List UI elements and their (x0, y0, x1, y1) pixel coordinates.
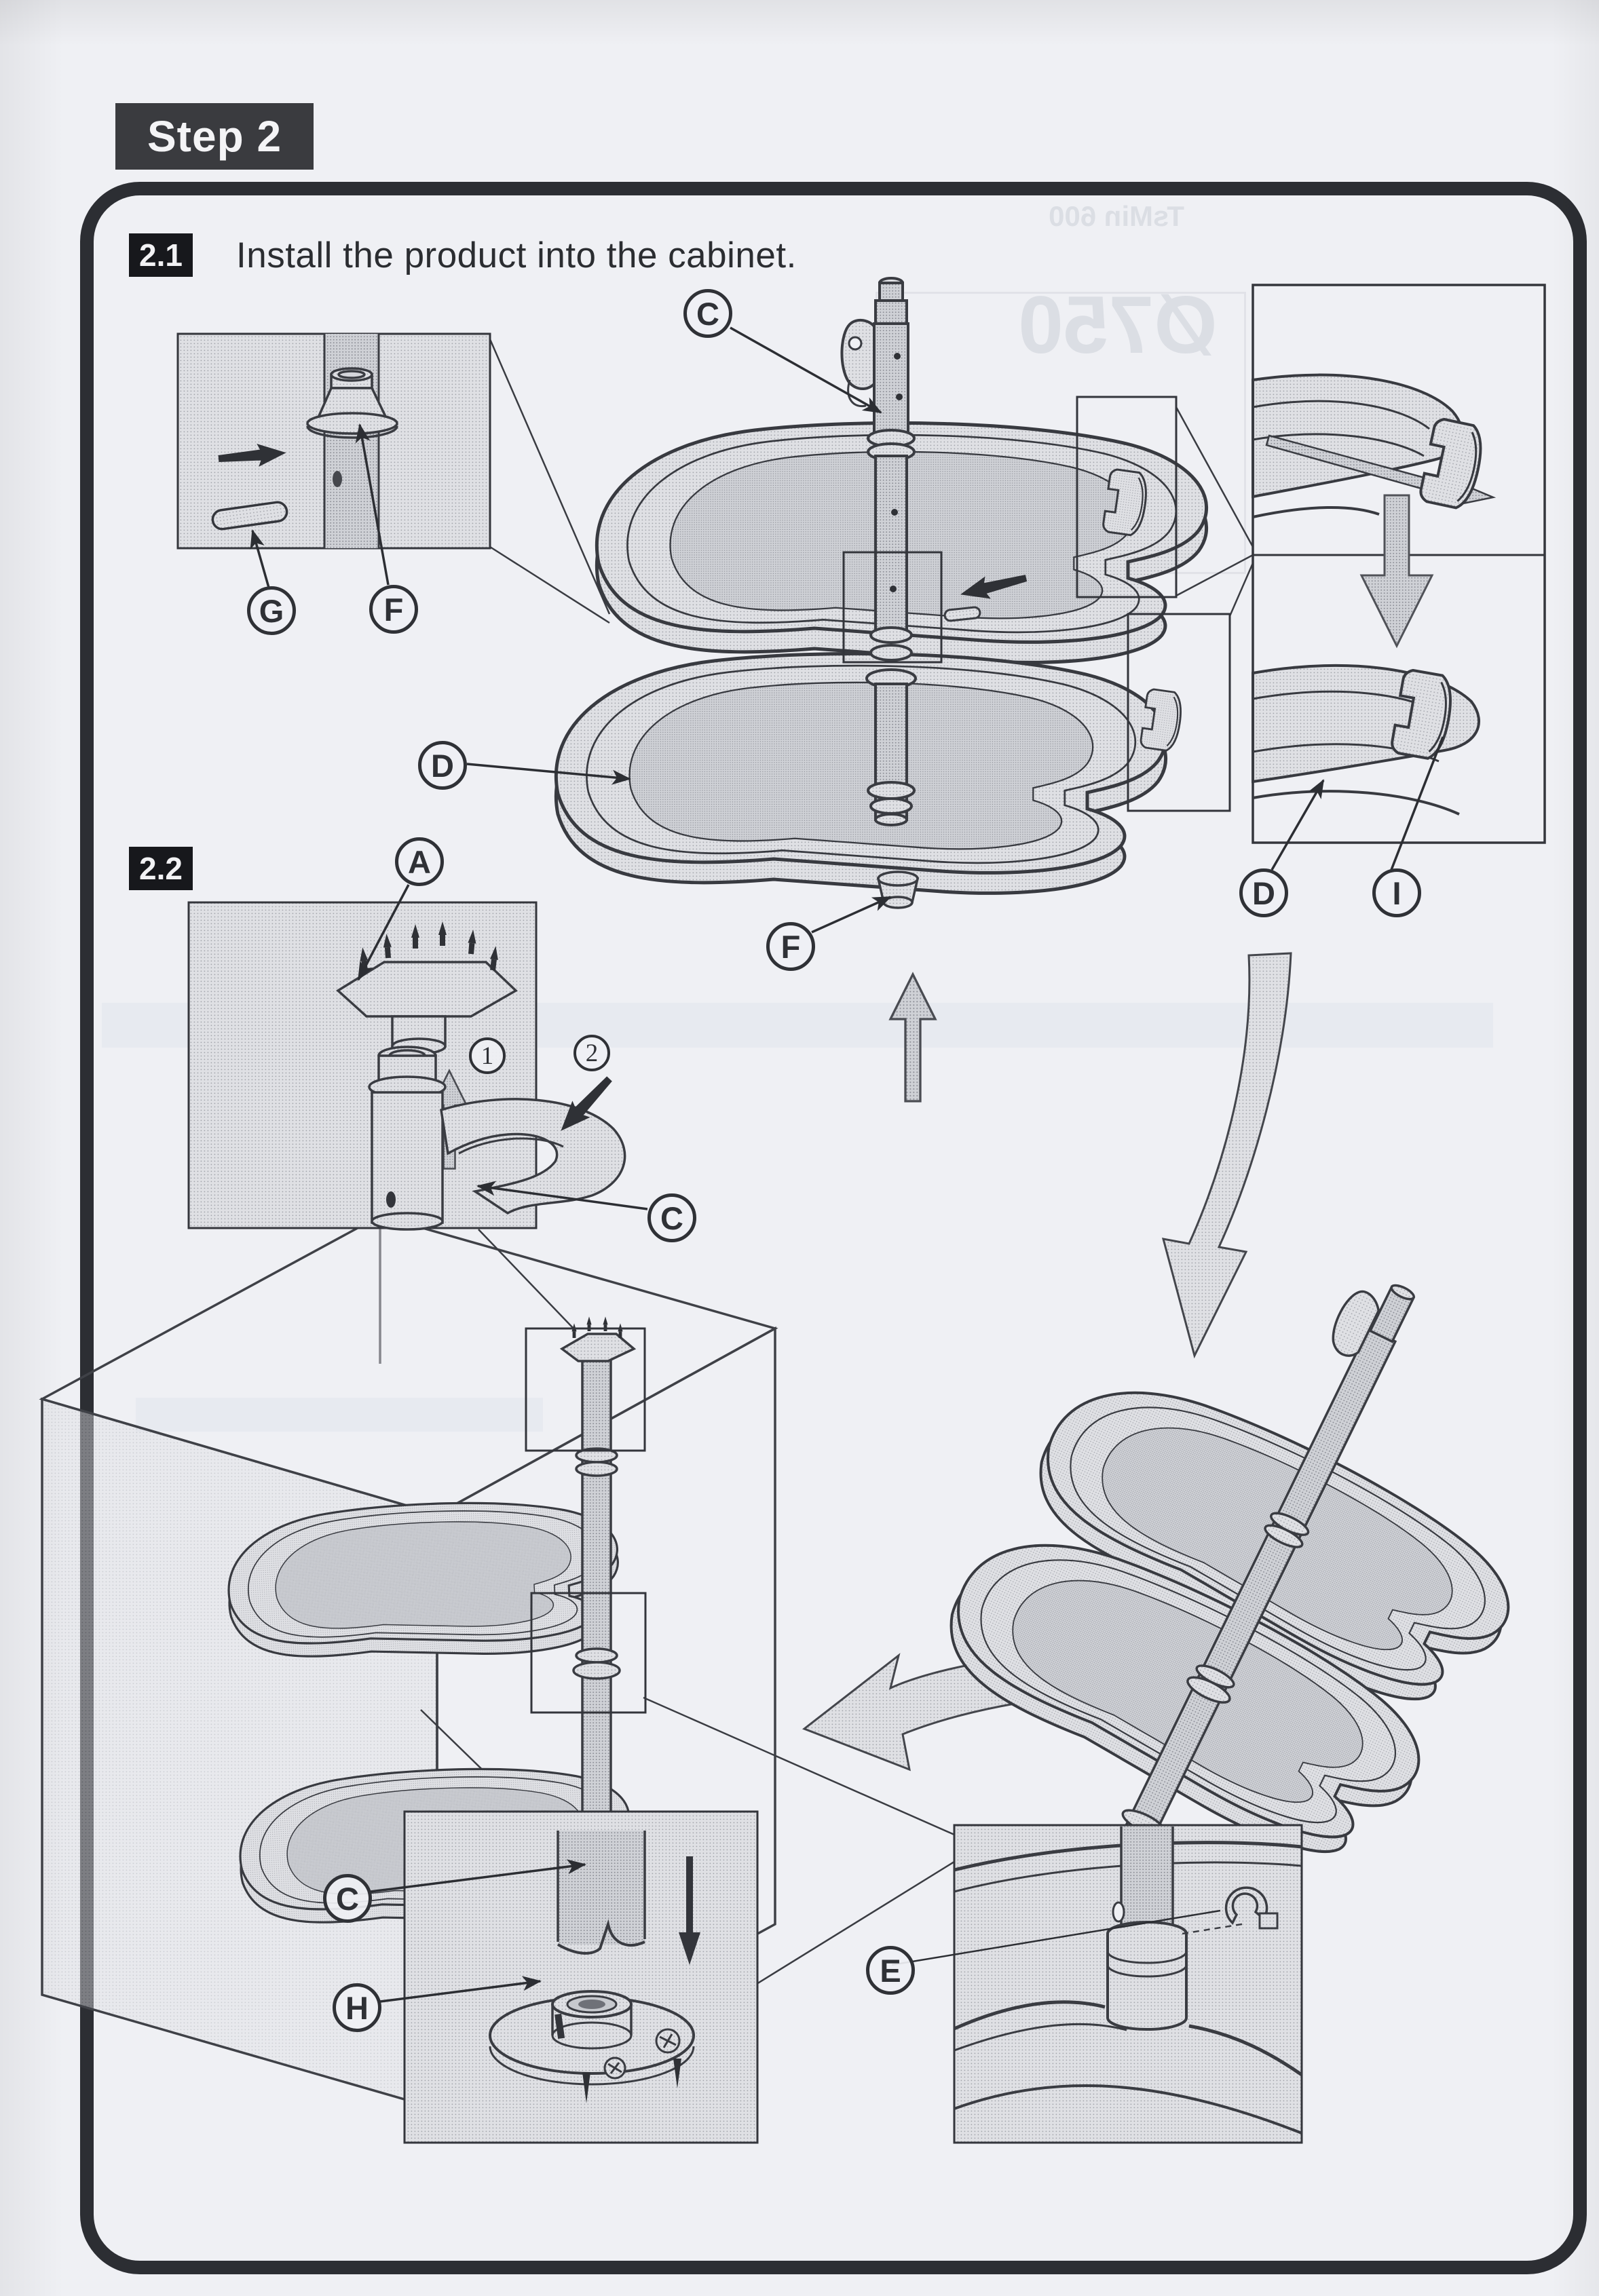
callout-a-bracket: A (395, 837, 444, 886)
collar-ring-part (1182, 1886, 1279, 1935)
exploded-view-drawing (556, 277, 1231, 1103)
small-down-arrow-icon (679, 1856, 700, 1965)
cap-pin-inset (176, 332, 491, 550)
collar-inset (953, 1824, 1303, 2144)
locking-pin-part (943, 606, 981, 622)
callout-c-pole-bottom: C (323, 1874, 372, 1923)
section-2-1-title: Install the product into the cabinet. (236, 235, 797, 275)
step-header: Step 2 (115, 103, 314, 170)
swivel-mechanism-part (368, 1046, 626, 1231)
pole-holes (890, 353, 903, 592)
substep-1-bubble: 1 (469, 1037, 506, 1074)
bottom-cap-part (876, 870, 920, 909)
clip-detail-box (1252, 284, 1546, 844)
pole-hub-part (1106, 1921, 1188, 2031)
curved-flow-arrow-icon (1161, 952, 1292, 1359)
floor-flange-part (489, 1990, 695, 2103)
substep-2-bubble: 2 (573, 1035, 610, 1071)
floor-flange-inset (403, 1810, 759, 2144)
section-2-2-badge: 2.2 (129, 847, 193, 890)
callout-c-mechanism: C (647, 1193, 696, 1242)
pin-part (211, 501, 288, 531)
cap-part (306, 367, 398, 439)
callout-i-clip: I (1372, 868, 1421, 917)
callout-d-detail: D (1239, 868, 1288, 917)
section-2-1-badge: 2.1 (129, 233, 193, 277)
assembled-unit-drawing (846, 1284, 1599, 1953)
mounting-plate-part (336, 921, 518, 1055)
callout-e-collar: E (866, 1946, 915, 1995)
down-arrow-icon (1359, 494, 1434, 649)
up-arrow-icon (889, 973, 937, 1103)
callout-c-pole-top: C (683, 289, 732, 338)
ghost-band-2 (136, 1398, 543, 1432)
callout-g-pin: G (247, 586, 296, 635)
callout-leader-lines (250, 326, 1444, 2003)
callout-f-bottom-cap: F (766, 922, 815, 971)
exploded-detail-rects (842, 396, 1231, 812)
center-pole (840, 277, 917, 826)
callout-h-floor-flange: H (333, 1983, 381, 2032)
callout-d-lower-tray: D (418, 741, 467, 790)
fasten-inset (187, 901, 626, 1231)
lower-tray (556, 653, 1165, 893)
callout-f-cap: F (369, 585, 418, 634)
